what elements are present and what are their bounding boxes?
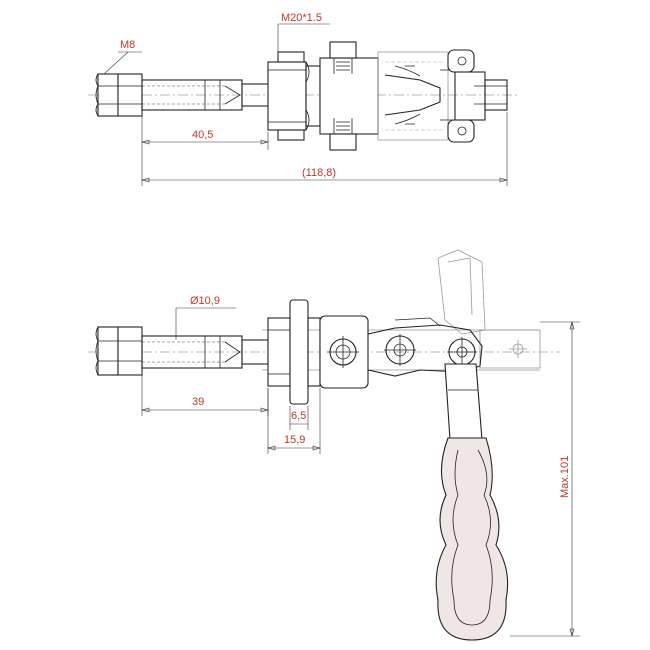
dim-6-5-label: 6,5 — [291, 410, 306, 422]
dim-39: 39 — [140, 370, 270, 416]
dim-39-label: 39 — [192, 396, 204, 408]
side-handle-grip — [435, 437, 509, 641]
dim-m8-label: M8 — [120, 39, 135, 51]
top-view: M8 M20*1.5 40,5 (118,8) — [88, 12, 520, 186]
dim-m20: M20*1.5 — [277, 12, 330, 56]
dim-40-5-label: 40,5 — [192, 129, 213, 141]
dim-diameter-label: Ø10,9 — [190, 295, 220, 307]
dim-15-9: 15,9 — [266, 388, 322, 454]
side-handle-arm — [444, 363, 483, 441]
dim-15-9-label: 15,9 — [284, 434, 305, 446]
dim-max-101-label: Max.101 — [559, 456, 571, 498]
dim-40-5: 40,5 — [140, 112, 270, 150]
dim-diameter: Ø10,9 — [175, 295, 236, 340]
dim-m20-label: M20*1.5 — [281, 12, 322, 24]
side-clevis-body — [319, 315, 483, 389]
top-hex-nut — [95, 73, 143, 117]
side-view: Ø10,9 39 6,5 15,9 — [88, 249, 580, 641]
dim-max-101: Max.101 — [510, 320, 580, 638]
top-mounting-nut — [267, 51, 310, 141]
dim-118-8-label: (118,8) — [302, 167, 336, 179]
top-link-end — [447, 49, 508, 143]
side-hex-nut — [95, 326, 143, 376]
dim-m8: M8 — [103, 39, 142, 75]
dim-6-5: 6,5 — [289, 406, 309, 430]
top-clevis-body — [305, 41, 470, 151]
side-mounting-nut — [267, 299, 321, 405]
dim-118-8: (118,8) — [140, 112, 509, 186]
side-threaded-rod — [141, 335, 269, 369]
